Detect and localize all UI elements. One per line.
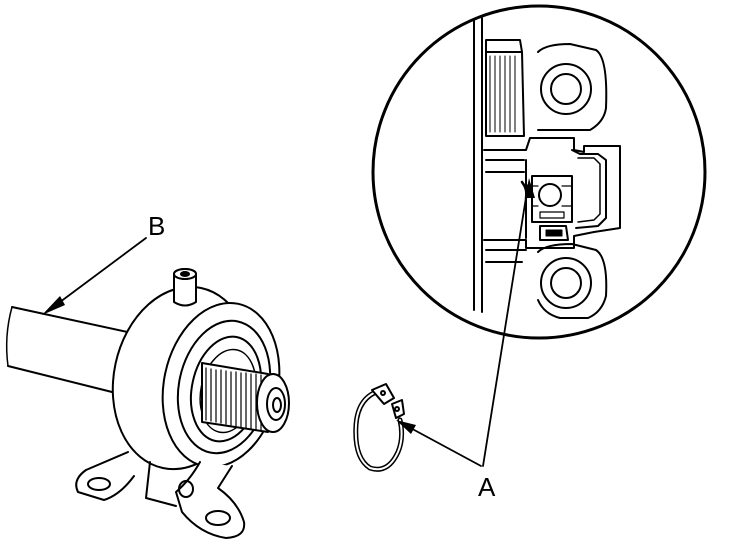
- arrowhead-a-detail: [525, 178, 535, 198]
- splined-shaft-end: [201, 362, 290, 433]
- callout-label-b: B: [148, 211, 165, 241]
- arrowheads: [42, 178, 535, 434]
- snap-ring: [353, 383, 405, 472]
- detail-inset: [371, 4, 707, 340]
- arrowhead-a-ring: [396, 420, 416, 434]
- callout-label-a: A: [478, 472, 496, 502]
- leader-lines: [51, 184, 529, 467]
- driveshaft: [5, 306, 133, 394]
- arrowhead-b: [42, 296, 65, 315]
